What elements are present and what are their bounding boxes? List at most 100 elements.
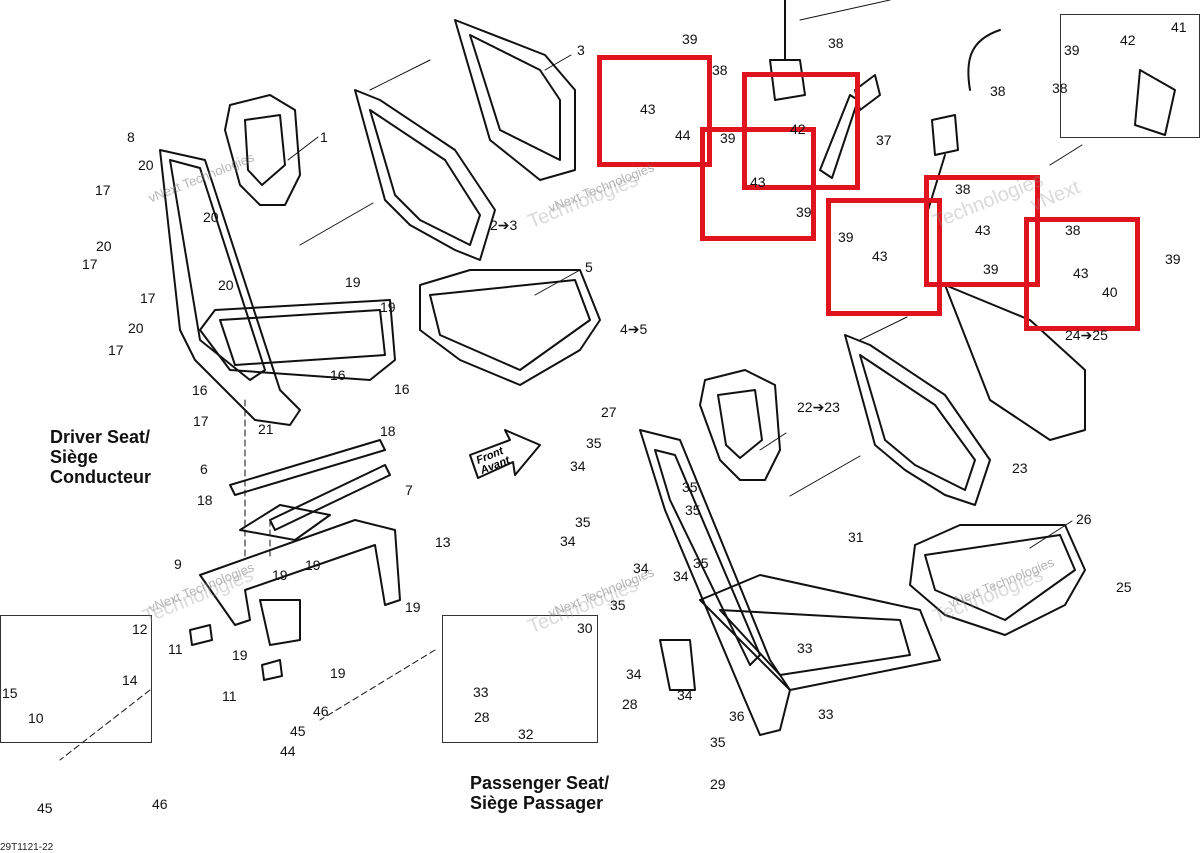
callout-number: 20 [138,157,154,173]
callout-number: 45 [37,800,53,816]
callout-number: 5 [585,259,593,275]
callout-number: 38 [990,83,1006,99]
callout-number: 34 [677,687,693,703]
callout-number: 1 [320,129,328,145]
callout-number: 13 [435,534,451,550]
callout-number: 35 [710,734,726,750]
callout-number: 29 [710,776,726,792]
callout-number: 34 [570,458,586,474]
callout-number: 38 [1052,80,1068,96]
highlight-box [826,198,942,316]
callout-number: 2➔3 [490,217,518,233]
title-line: Passenger Seat/ [470,773,610,793]
front-arrow [469,429,541,479]
callout-number: 33 [473,684,489,700]
passenger-seat-frame [639,429,941,736]
callout-number: 11 [168,641,183,657]
title-line: Conducteur [50,467,151,487]
callout-number: 3 [577,42,585,58]
callout-number: 25 [1116,579,1132,595]
callout-number: 11 [222,688,237,704]
callout-number: 34 [560,533,576,549]
callout-number: 17 [82,256,98,272]
callout-number: 35 [693,555,709,571]
title-line: Driver Seat/ [50,427,151,447]
callout-number: 38 [828,35,844,51]
highlight-box [1024,217,1140,331]
callout-number: 37 [876,132,892,148]
callout-number: 6 [200,461,208,477]
callout-number: 23 [1012,460,1028,476]
callout-number: 35 [610,597,626,613]
callout-number: 33 [818,706,834,722]
callout-number: 34 [626,666,642,682]
callout-number: 45 [290,723,306,739]
callout-number: 24➔25 [1065,327,1108,343]
driver-riser [189,519,401,681]
callout-number: 18 [380,423,396,439]
callout-number: 34 [673,568,689,584]
callout-number: 21 [258,421,274,437]
callout-number: 39 [682,31,698,47]
callout-number: 35 [685,502,701,518]
highlight-box [700,127,816,241]
highlight-box [597,55,712,167]
callout-number: 42 [790,121,806,137]
driver-seat-back [354,19,576,261]
inset-box-driver-latch [0,615,152,743]
callout-number: 20 [218,277,234,293]
callout-number: 43 [975,222,991,238]
driver-seat-cushion [419,269,601,386]
callout-number: 19 [232,647,248,663]
callout-number: 26 [1076,511,1092,527]
callout-number: 17 [108,342,124,358]
callout-number: 39 [1064,42,1080,58]
callout-number: 19 [330,665,346,681]
callout-number: 40 [1102,284,1118,300]
callout-number: 28 [622,696,638,712]
callout-number: 41 [1171,19,1187,35]
driver-seat-rails [229,439,391,541]
callout-number: 39 [1165,251,1181,267]
callout-number: 39 [796,204,812,220]
callout-number: 7 [405,482,413,498]
diagram-code: 29T1121-22 [0,842,54,853]
callout-number: 39 [838,229,854,245]
callout-number: 43 [872,248,888,264]
callout-number: 19 [272,567,288,583]
passenger-seat-title: Passenger Seat/ Siège Passager [470,773,609,813]
callout-number: 42 [1120,32,1136,48]
callout-number: 17 [95,182,111,198]
callout-number: 36 [729,708,745,724]
callout-number: 20 [128,320,144,336]
callout-number: 15 [2,685,18,701]
callout-number: 19 [305,557,321,573]
title-line: Siège Passager [470,793,604,813]
callout-number: 19 [345,274,361,290]
title-line: Siège [50,447,99,467]
driver-seat-title: Driver Seat/ Siège Conducteur [50,427,151,487]
callout-number: 38 [712,62,728,78]
passenger-seat-cushion [909,524,1086,636]
callout-number: 27 [601,404,617,420]
callout-number: 16 [394,381,410,397]
callout-number: 44 [280,743,296,759]
callout-number: 12 [132,621,148,637]
callout-number: 19 [380,299,396,315]
callout-number: 46 [152,796,168,812]
callout-number: 22➔23 [797,399,840,415]
passenger-headrest [699,369,781,481]
callout-number: 18 [197,492,213,508]
callout-number: 32 [518,726,534,742]
callout-number: 44 [675,127,691,143]
callout-number: 43 [1073,265,1089,281]
callout-number: 14 [122,672,138,688]
callout-number: 17 [140,290,156,306]
driver-seat-frame [159,149,396,426]
highlight-box [924,175,1040,287]
callout-number: 35 [586,435,602,451]
callout-number: 46 [313,703,329,719]
callout-number: 35 [575,514,591,530]
